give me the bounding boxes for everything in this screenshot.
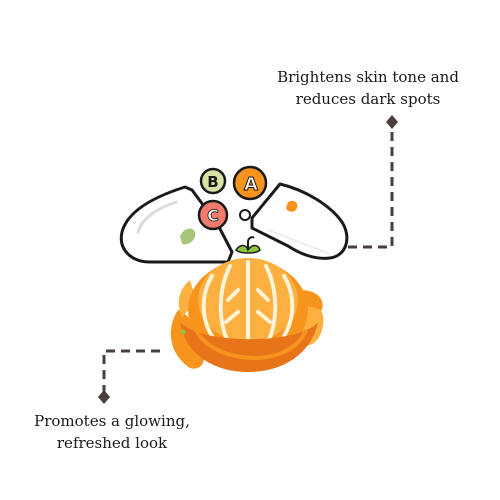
callout-bottom-line-1: Promotes a glowing,: [34, 412, 190, 430]
callout-glowing-look: Promotes a glowing, refreshed look: [22, 410, 202, 454]
vitamin-c-label: C: [207, 206, 219, 225]
diamond-marker-bottom: [98, 390, 110, 404]
capsule-right: [250, 182, 349, 260]
connector-bottom: [98, 349, 160, 404]
connector-top: [348, 115, 398, 249]
vitamin-a-label: A: [244, 174, 258, 195]
callout-brightens-skin: Brightens skin tone and reduces dark spo…: [268, 66, 468, 110]
callout-top-line-2: reduces dark spots: [295, 90, 441, 108]
peeled-orange-icon: [170, 236, 324, 372]
small-pill-dot-icon: [239, 209, 251, 221]
vitamin-a-icon: A: [232, 165, 268, 201]
orange-stem-icon: [235, 236, 261, 254]
capsule-left: [119, 185, 234, 264]
callout-bottom-line-2: refreshed look: [56, 434, 168, 452]
vitamin-c-icon: C: [197, 199, 229, 231]
vitamin-b-icon: B: [199, 167, 227, 195]
vitamin-b-label: B: [207, 173, 218, 191]
callout-top-line-1: Brightens skin tone and: [277, 68, 459, 86]
diamond-marker-top: [386, 115, 398, 129]
